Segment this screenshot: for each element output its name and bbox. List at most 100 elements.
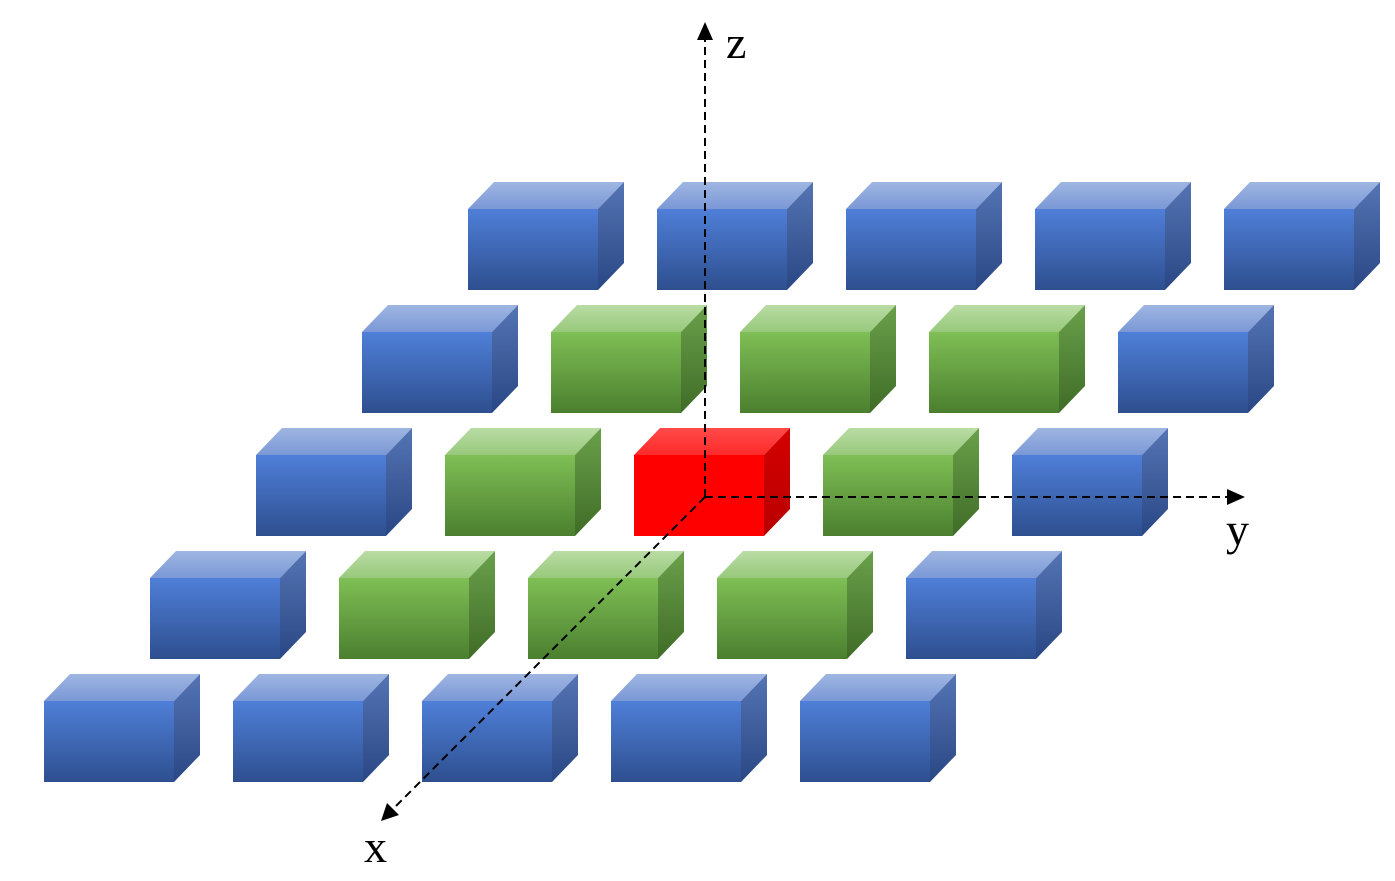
cube-front-face bbox=[1012, 455, 1142, 536]
cube-top-face bbox=[1012, 428, 1168, 455]
cube-side-face bbox=[930, 674, 956, 782]
x-axis-line bbox=[389, 496, 706, 813]
cube-top-face bbox=[634, 428, 790, 455]
cube-side-face bbox=[953, 428, 979, 536]
cube-top-face bbox=[445, 428, 601, 455]
cube-front-face bbox=[657, 209, 787, 290]
cube-top-face bbox=[1224, 182, 1380, 209]
cube-side-face bbox=[386, 428, 412, 536]
cube-front-face bbox=[422, 701, 552, 782]
cube-blue-r2-c4 bbox=[1012, 428, 1168, 536]
cube-front-face bbox=[339, 578, 469, 659]
cube-blue-r4-c3 bbox=[611, 674, 767, 782]
cube-top-face bbox=[44, 674, 200, 701]
x-axis-arrowhead bbox=[381, 803, 399, 821]
cube-side-face bbox=[552, 674, 578, 782]
cube-blue-r4-c0 bbox=[44, 674, 200, 782]
cube-top-face bbox=[468, 182, 624, 209]
cube-top-face bbox=[551, 305, 707, 332]
cube-side-face bbox=[174, 674, 200, 782]
y-axis-arrowhead bbox=[1227, 489, 1245, 505]
z-axis-arrowhead bbox=[697, 22, 713, 40]
cube-side-face bbox=[469, 551, 495, 659]
cube-top-face bbox=[150, 551, 306, 578]
cube-blue-r0-c2 bbox=[846, 182, 1002, 290]
cube-front-face bbox=[800, 701, 930, 782]
cube-side-face bbox=[363, 674, 389, 782]
cube-front-face bbox=[634, 455, 764, 536]
cube-side-face bbox=[787, 182, 813, 290]
cube-blue-r0-c0 bbox=[468, 182, 624, 290]
cube-side-face bbox=[1165, 182, 1191, 290]
cube-front-face bbox=[611, 701, 741, 782]
cube-top-face bbox=[339, 551, 495, 578]
cube-green-r1-c3 bbox=[929, 305, 1085, 413]
cube-side-face bbox=[847, 551, 873, 659]
cube-front-face bbox=[551, 332, 681, 413]
cube-top-face bbox=[823, 428, 979, 455]
cube-front-face bbox=[906, 578, 1036, 659]
cube-top-face bbox=[717, 551, 873, 578]
cube-top-face bbox=[256, 428, 412, 455]
cube-green-r3-c1 bbox=[339, 551, 495, 659]
cube-top-face bbox=[929, 305, 1085, 332]
cube-top-face bbox=[906, 551, 1062, 578]
cube-front-face bbox=[1118, 332, 1248, 413]
cube-blue-r4-c1 bbox=[233, 674, 389, 782]
cube-blue-r3-c4 bbox=[906, 551, 1062, 659]
cube-side-face bbox=[492, 305, 518, 413]
cube-front-face bbox=[44, 701, 174, 782]
cube-front-face bbox=[823, 455, 953, 536]
cube-green-r3-c3 bbox=[717, 551, 873, 659]
y-axis-label: y bbox=[1226, 504, 1249, 555]
cube-side-face bbox=[658, 551, 684, 659]
cube-top-face bbox=[611, 674, 767, 701]
x-axis-label: x bbox=[364, 821, 387, 872]
cube-side-face bbox=[280, 551, 306, 659]
cube-front-face bbox=[256, 455, 386, 536]
cube-front-face bbox=[1035, 209, 1165, 290]
cube-top-face bbox=[233, 674, 389, 701]
cube-green-r2-c3 bbox=[823, 428, 979, 536]
cube-front-face bbox=[929, 332, 1059, 413]
cube-blue-r1-c0 bbox=[362, 305, 518, 413]
cube-front-face bbox=[233, 701, 363, 782]
cube-side-face bbox=[870, 305, 896, 413]
cube-red-r2-c2 bbox=[634, 428, 790, 536]
z-axis-label: z bbox=[726, 17, 746, 68]
cube-front-face bbox=[150, 578, 280, 659]
cube-side-face bbox=[1142, 428, 1168, 536]
cube-front-face bbox=[1224, 209, 1354, 290]
cube-front-face bbox=[362, 332, 492, 413]
cube-side-face bbox=[1248, 305, 1274, 413]
cube-front-face bbox=[468, 209, 598, 290]
cube-blue-r2-c0 bbox=[256, 428, 412, 536]
axes-layer: z y x bbox=[364, 17, 1249, 872]
cubes-layer bbox=[44, 182, 1380, 782]
cube-front-face bbox=[740, 332, 870, 413]
cube-side-face bbox=[976, 182, 1002, 290]
cube-green-r3-c2 bbox=[528, 551, 684, 659]
cube-blue-r0-c3 bbox=[1035, 182, 1191, 290]
cube-top-face bbox=[657, 182, 813, 209]
cube-blue-r4-c2 bbox=[422, 674, 578, 782]
cube-blue-r3-c0 bbox=[150, 551, 306, 659]
cube-side-face bbox=[764, 428, 790, 536]
cube-blue-r0-c1 bbox=[657, 182, 813, 290]
cube-front-face bbox=[846, 209, 976, 290]
cube-side-face bbox=[598, 182, 624, 290]
cube-top-face bbox=[800, 674, 956, 701]
cube-side-face bbox=[1059, 305, 1085, 413]
cube-blue-r1-c4 bbox=[1118, 305, 1274, 413]
cube-blue-r4-c4 bbox=[800, 674, 956, 782]
cube-green-r1-c2 bbox=[740, 305, 896, 413]
cube-blue-r0-c4 bbox=[1224, 182, 1380, 290]
cube-green-r2-c1 bbox=[445, 428, 601, 536]
cube-side-face bbox=[681, 305, 707, 413]
cube-side-face bbox=[575, 428, 601, 536]
cube-top-face bbox=[528, 551, 684, 578]
cube-green-r1-c1 bbox=[551, 305, 707, 413]
cube-top-face bbox=[1118, 305, 1274, 332]
